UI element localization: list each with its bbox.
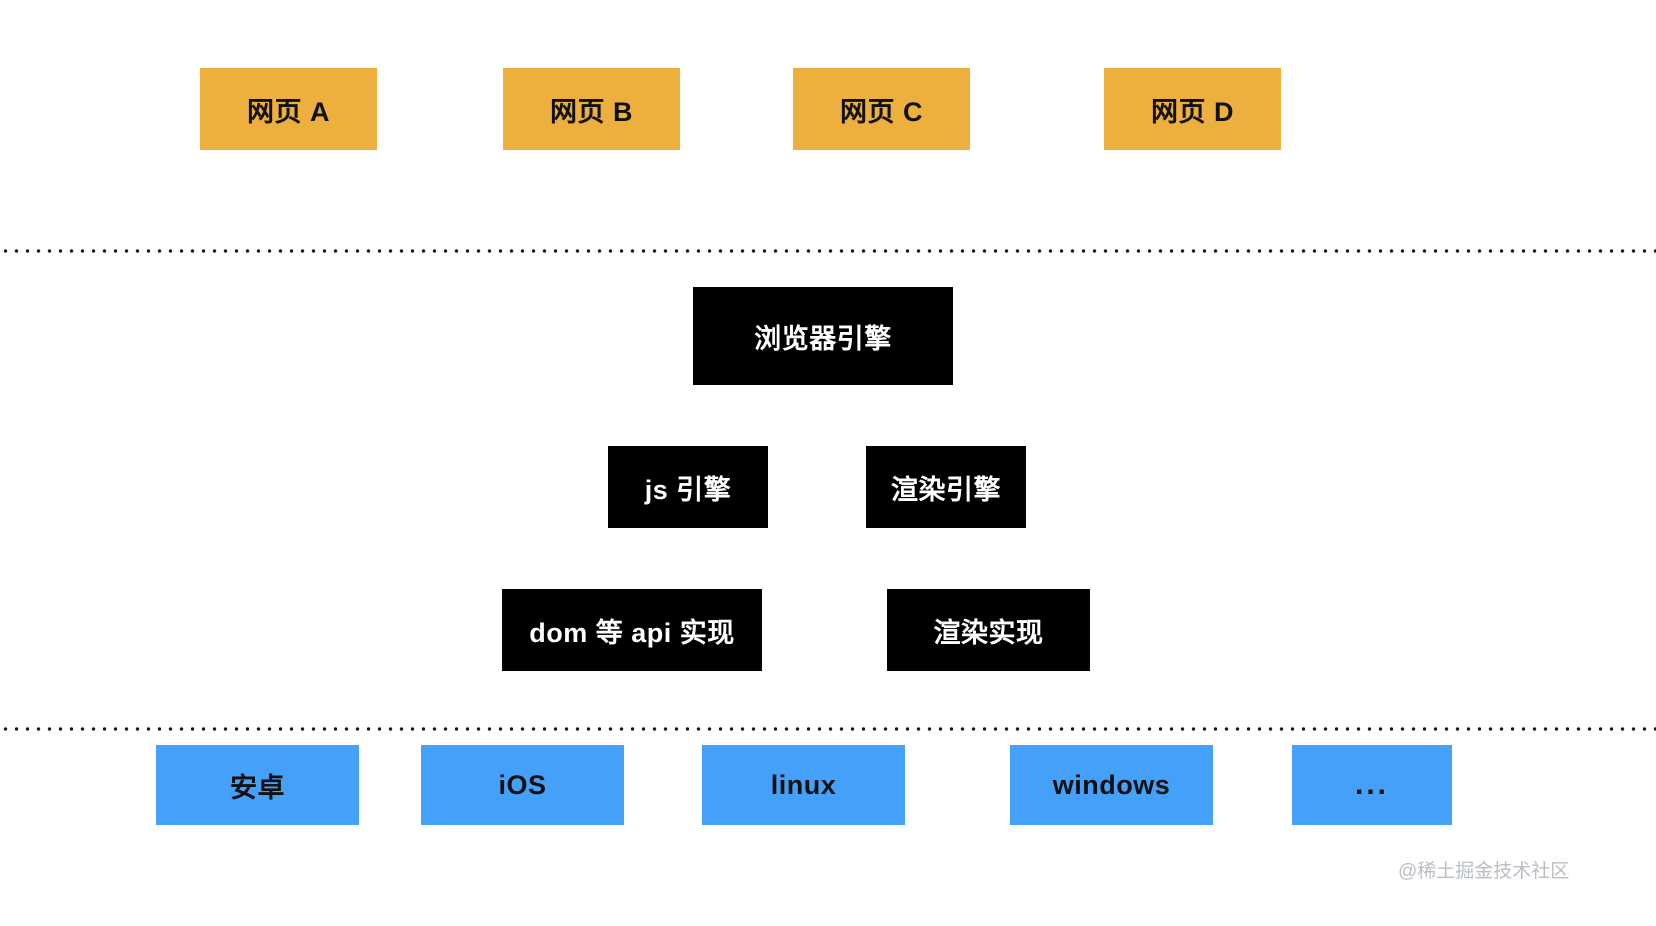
node-os-linux[interactable]: linux	[702, 745, 905, 825]
node-os-more[interactable]: ...	[1292, 745, 1452, 825]
divider-pages-engine	[0, 249, 1656, 253]
node-web-page-c[interactable]: 网页 C	[793, 68, 970, 150]
watermark-label: @稀土掘金技术社区	[1398, 861, 1570, 882]
node-web-page-a[interactable]: 网页 A	[200, 68, 377, 150]
node-os-android[interactable]: 安卓	[156, 745, 359, 825]
node-js-engine[interactable]: js 引擎	[608, 446, 768, 528]
node-browser-engine[interactable]: 浏览器引擎	[693, 287, 953, 385]
divider-engine-os	[0, 727, 1656, 731]
node-os-ios[interactable]: iOS	[421, 745, 624, 825]
node-render-engine[interactable]: 渲染引擎	[866, 446, 1026, 528]
node-os-windows[interactable]: windows	[1010, 745, 1213, 825]
node-web-page-d[interactable]: 网页 D	[1104, 68, 1281, 150]
node-dom-api-impl[interactable]: dom 等 api 实现	[502, 589, 762, 671]
node-web-page-b[interactable]: 网页 B	[503, 68, 680, 150]
node-render-impl[interactable]: 渲染实现	[887, 589, 1090, 671]
